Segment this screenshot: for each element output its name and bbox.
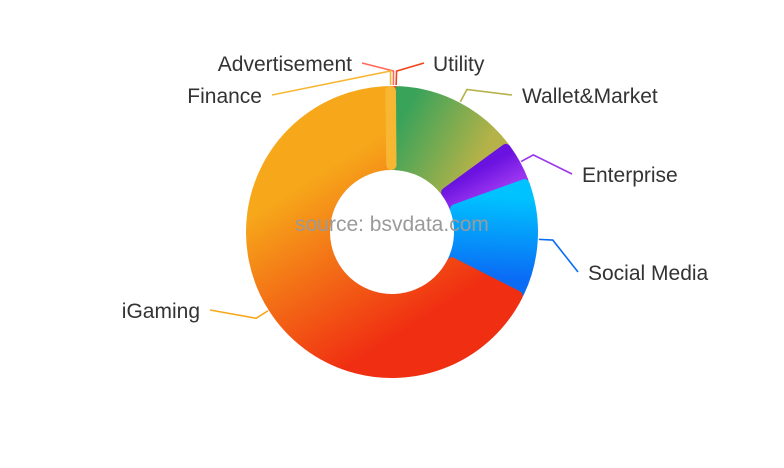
leader-line-utility xyxy=(395,62,425,86)
leader-line-igaming xyxy=(209,309,269,320)
leader-line-advertisement xyxy=(361,62,395,86)
leader-line-finance xyxy=(271,70,392,96)
watermark: source: bsvdata.com xyxy=(295,213,489,236)
label-social-media: Social Media xyxy=(588,262,709,285)
slice-finance[interactable] xyxy=(385,86,397,171)
label-advertisement: Advertisement xyxy=(218,53,352,76)
label-utility: Utility xyxy=(433,53,485,76)
leader-lines xyxy=(209,62,579,320)
leader-line-wallet-market xyxy=(459,88,513,103)
slice-igaming[interactable] xyxy=(246,86,523,378)
donut-slices xyxy=(246,86,538,378)
label-wallet-market: Wallet&Market xyxy=(522,85,658,108)
label-finance: Finance xyxy=(187,85,262,108)
label-enterprise: Enterprise xyxy=(582,164,678,187)
label-igaming: iGaming xyxy=(122,300,200,323)
slice-labels: Advertisement UtilityWallet&MarketEnterpr… xyxy=(122,53,709,323)
leader-line-enterprise xyxy=(520,153,573,175)
leader-line-social-media xyxy=(538,238,579,273)
